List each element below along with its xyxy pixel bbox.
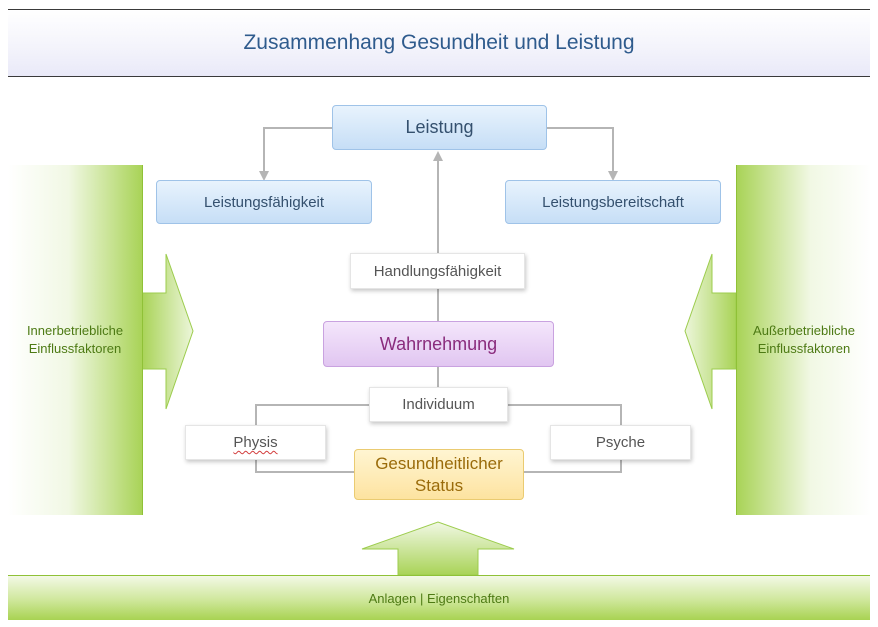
node-leistung: Leistung [332,105,547,150]
node-wahrnehmung-label: Wahrnehmung [379,333,498,354]
left-influence-arrow [141,253,194,410]
node-leistungsbereitschaft: Leistungsbereitschaft [505,180,721,224]
node-physis-label: Physis [233,434,278,451]
node-status-line2: Status [414,475,464,495]
external-factors-line1: Außerbetriebliche [753,323,855,338]
bottom-influence-arrow [361,521,515,576]
title-bar: Zusammenhang Gesundheit und Leistung [8,9,870,77]
page-title: Zusammenhang Gesundheit und Leistung [243,31,635,54]
internal-factors-label: Innerbetriebliche Einflussfaktoren [27,322,123,358]
node-individuum: Individuum [369,387,508,422]
internal-factors-line1: Innerbetriebliche [26,323,124,338]
external-factors-label: Außerbetriebliche Einflussfaktoren [753,322,855,358]
internal-factors-line2: Einflussfaktoren [28,341,122,356]
node-psyche-label: Psyche [595,434,646,451]
node-leistungsfaehigkeit-label: Leistungsfähigkeit [203,193,325,211]
traits-label: Anlagen | Eigenschaften [368,590,510,606]
node-individuum-label: Individuum [402,396,475,413]
node-physis: Physis [185,425,326,460]
external-factors-line2: Einflussfaktoren [757,341,851,356]
traits-bar: Anlagen | Eigenschaften [8,575,870,620]
internal-factors-panel: Innerbetriebliche Einflussfaktoren [8,165,143,515]
node-wahrnehmung: Wahrnehmung [323,321,554,367]
node-psyche: Psyche [550,425,691,460]
connector-leistung-faehigkeit [259,127,332,181]
connector-leistung-bereitschaft [547,127,618,181]
node-leistung-label: Leistung [405,117,474,137]
node-gesundheitlicher-status: Gesundheitlicher Status [354,449,524,500]
node-handlungsfaehigkeit: Handlungsfähigkeit [350,253,525,289]
node-leistungsfaehigkeit: Leistungsfähigkeit [156,180,372,224]
node-status-label: Gesundheitlicher Status [375,453,503,497]
external-factors-panel: Außerbetriebliche Einflussfaktoren [736,165,871,515]
right-influence-arrow [684,253,737,410]
node-handlungsfaehigkeit-label: Handlungsfähigkeit [373,262,502,280]
node-status-line1: Gesundheitlicher [375,453,503,473]
node-leistungsbereitschaft-label: Leistungsbereitschaft [542,193,684,211]
